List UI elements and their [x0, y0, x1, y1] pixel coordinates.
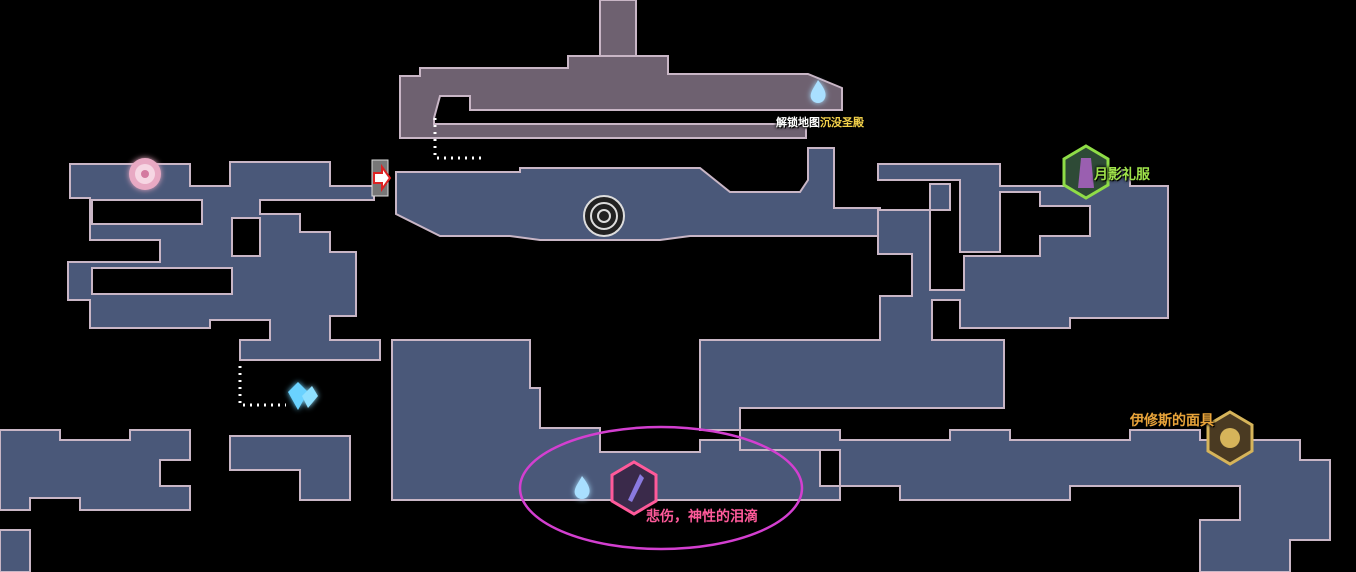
- rose-room: [67, 161, 381, 361]
- rose-icon[interactable]: [129, 158, 161, 190]
- top-shaft: [599, 0, 637, 59]
- rooms: [0, 147, 1331, 572]
- moon-outfit-room: [699, 163, 1169, 431]
- blue-flame-save-icon[interactable]: [810, 80, 826, 103]
- bottom-left-nub: [0, 529, 31, 572]
- red-arrow-door-icon[interactable]: [371, 159, 392, 197]
- rose-room-inner-gap-3: [91, 267, 233, 295]
- rose-room-inner-gap-2: [231, 217, 261, 257]
- golden-mask-icon[interactable]: [1206, 410, 1254, 466]
- unlock-area-text: 沉没圣殿: [820, 116, 864, 129]
- unlock-map-label: 解锁地图沉没圣殿: [776, 114, 864, 130]
- blue-crystal-icon[interactable]: [288, 382, 318, 410]
- blue-flame-save-icon-lower[interactable]: [574, 476, 590, 499]
- moon-outfit-label: 月影礼服: [1094, 167, 1150, 183]
- central-hall: [395, 147, 881, 241]
- lower-mid-left: [229, 435, 351, 501]
- sorrow-tear-relic-icon[interactable]: [610, 460, 658, 516]
- rose-room-inner-gap: [91, 199, 203, 225]
- unlock-prefix-text: 解锁地图: [776, 116, 820, 129]
- tear-label: 悲伤，神性的泪滴: [646, 509, 758, 525]
- moon-shadow-dress-icon[interactable]: [1062, 144, 1110, 200]
- lower-left-region: [0, 429, 191, 511]
- crystal-room: [391, 339, 841, 501]
- highlight-circle: [518, 425, 804, 551]
- mask-label: 伊修斯的面具: [1130, 413, 1214, 429]
- spiral-seal-icon[interactable]: [583, 195, 625, 237]
- lower-right-corridor: [739, 429, 1331, 572]
